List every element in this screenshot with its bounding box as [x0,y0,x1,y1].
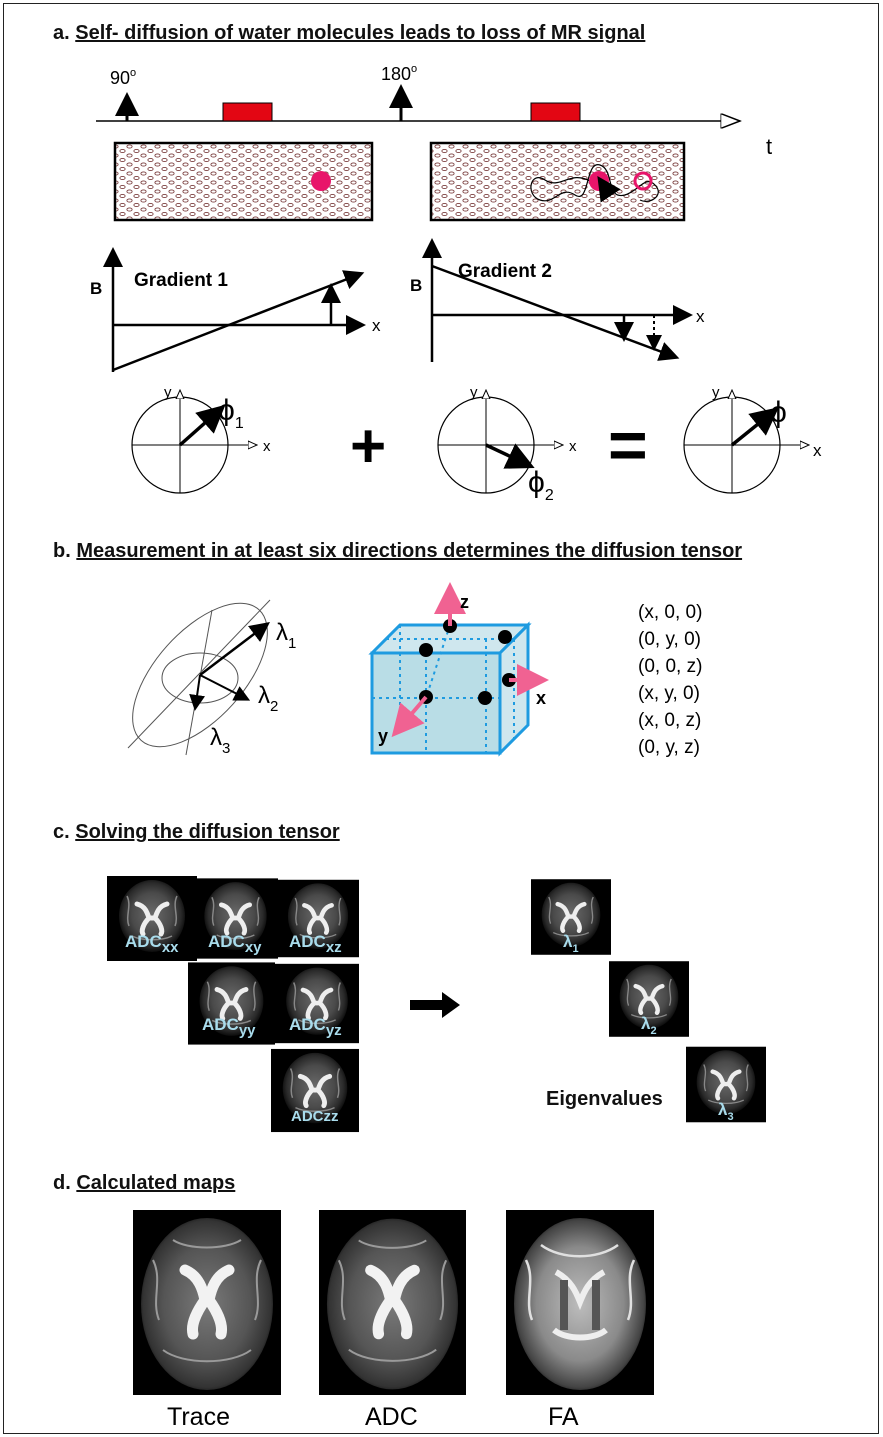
trace-map [133,1210,281,1395]
svg-text:x: x [263,438,271,455]
adc-zz-image: ADCzz [271,1046,359,1135]
diffusion-ellipsoid: λ1 λ2 λ3 [127,599,296,757]
gradient-cube: z x y [368,582,549,757]
gradient-block-1 [222,102,273,122]
adc-zz-label: ADCzz [291,1108,339,1125]
pulse-180-label: 180o [381,63,417,84]
svg-text:x: x [569,438,577,455]
eigen-2-image: λ2 [609,958,689,1040]
svg-text:x: x [813,441,822,460]
molecule-1 [311,171,331,191]
tensor-diagram: λ1 λ2 λ3 z x y [127,582,549,757]
svg-text:B: B [410,276,422,295]
transform-arrow [410,992,460,1018]
plus-sign: + [350,412,386,481]
svg-text:z: z [460,592,469,612]
section-c-heading: c. Solving the diffusion tensor [53,821,340,843]
direction-item: (0, 0, z) [638,656,703,677]
eigenvalues-label: Eigenvalues [546,1088,663,1110]
lambda-1: λ1 [276,619,296,652]
section-d-heading: d. Calculated maps [53,1172,236,1194]
phase-circle-1: y x ϕ1 [131,384,271,494]
adc-xz-label: ADCxz [289,932,342,956]
equals-sign: = [608,407,648,483]
svg-text:Gradient 2: Gradient 2 [458,261,552,282]
adc-xx-label: ADCxx [125,932,179,956]
direction-item: (0, y, z) [638,737,700,758]
molecule-2-end [633,171,653,191]
svg-text:x: x [696,307,705,326]
displacement-arrow [597,176,621,203]
direction-list: (x, 0, 0) (0, y, 0) (0, 0, z) (x, y, 0) … [638,599,702,761]
eigen-3-image: λ3 [686,1042,766,1127]
svg-text:y: y [712,384,720,401]
fa-label: FA [548,1403,579,1431]
adc-xx-image: ADCxx [107,876,197,961]
adc-yy-image: ADCyy [188,961,275,1046]
svg-text:Gradient 1: Gradient 1 [134,270,228,291]
adc-xy-image: ADCxy [193,876,278,961]
svg-text:y: y [378,726,388,746]
direction-item: (x, y, 0) [638,683,700,704]
section-b-heading: b. Measurement in at least six direction… [53,540,743,562]
svg-text:y: y [164,384,172,401]
phase-circle-2: y x ϕ2 [437,384,577,504]
adc-yz-image: ADCyz [275,961,359,1046]
adc-yy-label: ADCyy [202,1015,256,1039]
fa-map [506,1210,654,1395]
eigen-1-image: λ1 [531,876,611,958]
eigen-2-label: λ2 [641,1014,657,1037]
svg-text:x: x [372,316,381,335]
direction-item: (x, 0, 0) [638,602,703,623]
phi-2-label: ϕ2 [528,466,554,504]
gradient-1-plot: B Gradient 1 x [90,247,381,372]
eigen-3-label: λ3 [718,1100,734,1123]
trace-label: Trace [167,1403,230,1431]
section-a-heading: a. Self- diffusion of water molecules le… [53,22,646,44]
adc-xz-image: ADCxz [277,876,359,961]
lambda-2: λ2 [258,682,278,715]
direction-item: (x, 0, z) [638,710,702,731]
svg-text:x: x [536,688,546,708]
gradient-block-2 [530,102,581,122]
pulse-90-label: 90o [110,67,136,88]
phi-1-label: ϕ1 [218,394,244,432]
phase-circle-3: y x ϕ [683,384,822,494]
figure-frame [3,3,879,1434]
adc-xy-label: ADCxy [208,932,262,956]
adc-map-label: ADC [365,1403,418,1431]
diffusion-signal-diagram: t 90o 180o B Gradient 1 x B Gradient 2 x [90,63,822,504]
eigen-1-label: λ1 [563,932,579,955]
time-axis-label: t [766,134,772,159]
svg-text:B: B [90,279,102,298]
adc-map [319,1210,466,1395]
sample-box-2 [429,141,686,222]
phi-label: ϕ [770,396,787,429]
lambda-3: λ3 [210,724,230,757]
adc-yz-label: ADCyz [289,1015,342,1039]
gradient-2-plot: B Gradient 2 x [410,238,705,362]
svg-text:y: y [470,384,478,401]
direction-item: (0, y, 0) [638,629,701,650]
